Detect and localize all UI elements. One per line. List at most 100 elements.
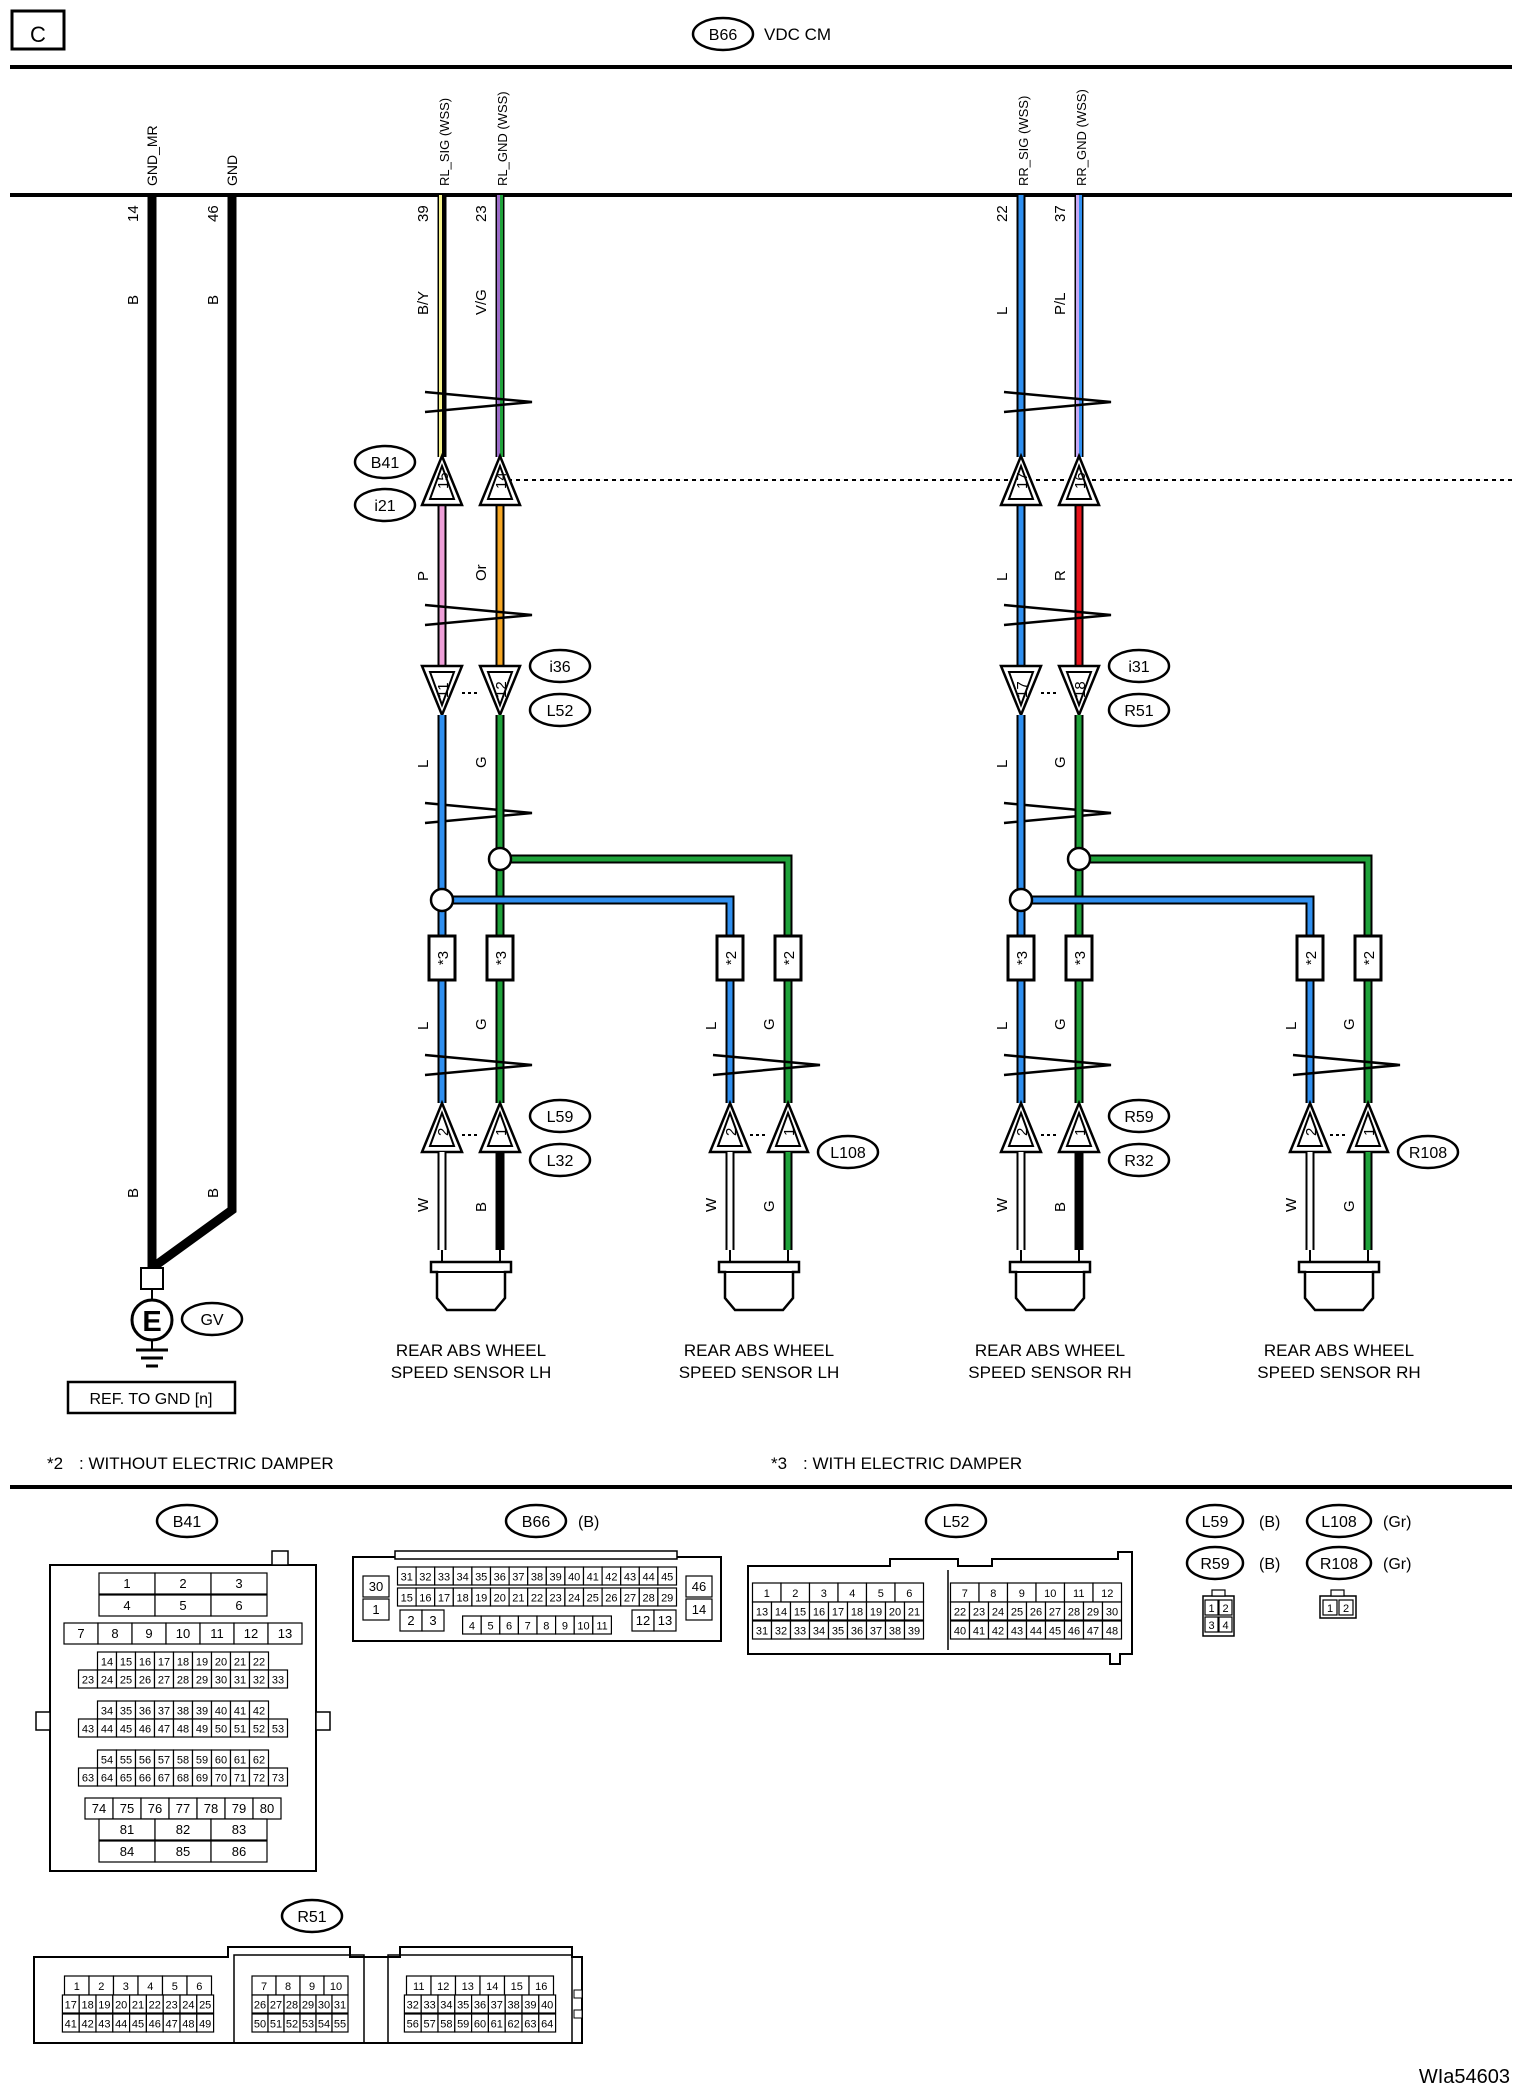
- pin-number: 18: [177, 1657, 189, 1669]
- connector-id-oval: [280, 1898, 344, 1934]
- option-mark-box: [485, 934, 515, 982]
- option-mark-box: [1353, 934, 1383, 982]
- terminal-inner: [428, 463, 456, 500]
- pin-number: 35: [832, 1626, 844, 1638]
- pin-number: 43: [1011, 1626, 1023, 1638]
- pin-number: 35: [457, 2000, 469, 2012]
- pin-number: 34: [456, 1572, 468, 1584]
- pin-number: 52: [253, 1724, 265, 1736]
- terminal-inner: [486, 671, 514, 708]
- pin-cell: [903, 1601, 925, 1621]
- sig-branch: [1021, 897, 1313, 1103]
- pin-number: 42: [992, 1626, 1004, 1638]
- pin-number: 16: [419, 1593, 431, 1605]
- pin-number: 60: [215, 1755, 227, 1767]
- option-mark: *3: [1014, 951, 1031, 965]
- pin-number: 47: [158, 1724, 170, 1736]
- gnd-pin-number: 46: [205, 205, 222, 222]
- connector-id: R108: [1320, 1556, 1358, 1573]
- pin-number: 9: [562, 1621, 568, 1633]
- pin-cell: [903, 1620, 925, 1640]
- sensor-label: SPEED SENSOR RH: [1257, 1363, 1420, 1382]
- pin-number: 2: [1343, 1603, 1349, 1615]
- pin-number: 29: [302, 2000, 314, 2012]
- option-mark: *3: [1072, 951, 1089, 965]
- gnd-branch: [500, 856, 791, 1103]
- connector-latch: [271, 1550, 289, 1566]
- pin-number: 19: [870, 1607, 882, 1619]
- pin-number: 62: [507, 2019, 519, 2031]
- connector-id: L32: [547, 1153, 574, 1170]
- pin-number: 30: [1106, 1607, 1118, 1619]
- pin-number: 34: [813, 1626, 825, 1638]
- terminal-inner: [1296, 1110, 1324, 1147]
- option-mark-box: [1006, 934, 1036, 982]
- pin-cell: [1204, 1616, 1219, 1633]
- terminal-pin-number: 11: [435, 682, 452, 698]
- pin-number: 44: [101, 1724, 113, 1736]
- ground-terminal: [140, 1267, 164, 1290]
- pin-number: 23: [82, 1675, 94, 1687]
- pin-number: 14: [486, 1981, 498, 1993]
- connector-id-oval: [1185, 1503, 1245, 1539]
- terminal-pin-number: 14: [493, 472, 510, 489]
- pin-number: 7: [77, 1626, 84, 1641]
- pin-number: 3: [1208, 1620, 1214, 1632]
- pin-number: 31: [401, 1572, 413, 1584]
- pin-number: 61: [234, 1755, 246, 1767]
- pin-cell: [592, 1615, 612, 1635]
- wire-color: W: [994, 1197, 1011, 1212]
- pin-cell: [267, 1718, 289, 1738]
- pin-number: 51: [234, 1724, 246, 1736]
- pin-number: 33: [423, 2000, 435, 2012]
- pin-number: 26: [605, 1593, 617, 1605]
- harness-break: [424, 390, 533, 414]
- pin-number: 57: [423, 2019, 435, 2031]
- wire-color: B: [1052, 1202, 1069, 1212]
- pin-number: 63: [524, 2019, 536, 2031]
- pin-number: 30: [318, 2000, 330, 2012]
- pin-number: 1: [372, 1602, 379, 1617]
- wire-color: L: [994, 1022, 1011, 1030]
- pin-cell: [421, 1609, 445, 1632]
- option-mark: *2: [1361, 951, 1378, 965]
- pin-number: 48: [1106, 1626, 1118, 1638]
- pin-number: 58: [440, 2019, 452, 2031]
- connector-id-oval: [528, 648, 592, 684]
- harness-break: [424, 1053, 533, 1077]
- pin-number: 25: [120, 1675, 132, 1687]
- pin-number: 50: [215, 1724, 227, 1736]
- pin-number: 26: [1030, 1607, 1042, 1619]
- pin-number: 5: [878, 1588, 884, 1600]
- pin-number: 58: [177, 1755, 189, 1767]
- pin-number: 27: [1049, 1607, 1061, 1619]
- gnd-pin-number: 14: [125, 205, 142, 222]
- pin-number: 12: [636, 1613, 650, 1628]
- page-label: C: [30, 22, 46, 47]
- pin-number: 75: [120, 1801, 134, 1816]
- wire-color: L: [994, 573, 1011, 581]
- terminal-inner: [1007, 463, 1035, 500]
- connector-id: L52: [547, 703, 574, 720]
- signal-name: RL_GND (WSS): [495, 91, 510, 186]
- pin-number: 2: [407, 1613, 414, 1628]
- pin-number: 26: [254, 2000, 266, 2012]
- connector-id-oval: [1107, 692, 1171, 728]
- pin-number: 29: [196, 1675, 208, 1687]
- pin-number: 20: [215, 1657, 227, 1669]
- pin-number: 28: [642, 1593, 654, 1605]
- gnd-signal-name: GND: [224, 155, 240, 186]
- pin-number: 77: [176, 1801, 190, 1816]
- pin-number: 46: [692, 1579, 706, 1594]
- ground-symbol-letter: E: [142, 1306, 161, 1338]
- connector-id-oval: [924, 1503, 988, 1539]
- terminal-pin-number: 17: [1014, 681, 1031, 698]
- pin-number: 22: [149, 2000, 161, 2012]
- terminal-pin-number: 1: [493, 1128, 510, 1136]
- pin-number: 81: [120, 1822, 134, 1837]
- harness-break: [424, 603, 533, 627]
- pin-number: 3: [429, 1613, 436, 1628]
